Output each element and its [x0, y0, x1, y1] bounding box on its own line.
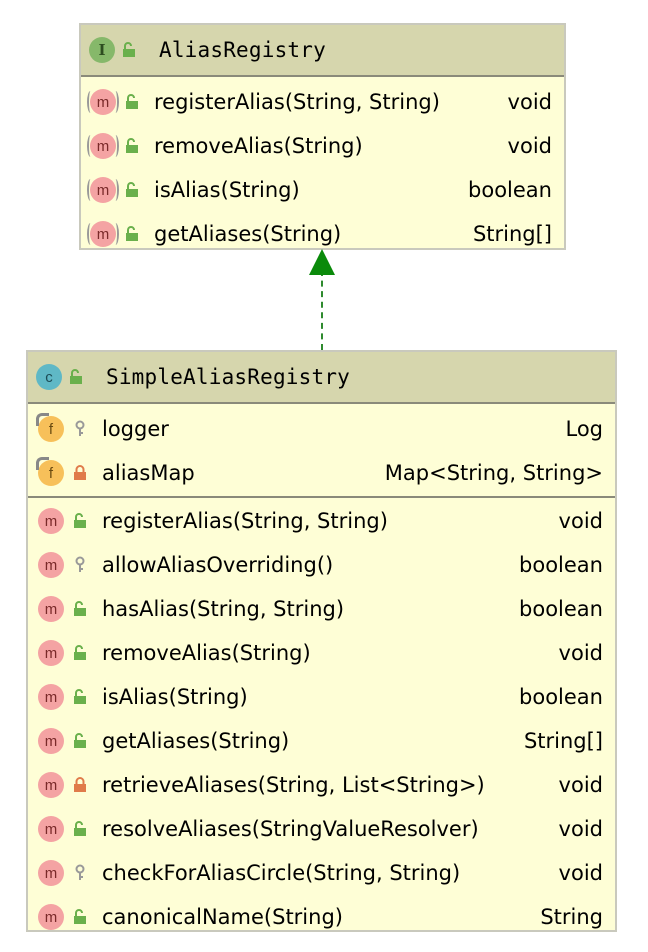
- public-unlock-icon: [72, 511, 88, 531]
- interface-title: AliasRegistry: [159, 38, 326, 62]
- field-type: Log: [565, 417, 603, 441]
- protected-key-icon: [72, 863, 88, 883]
- method-signature: checkForAliasCircle(String, String): [102, 861, 461, 885]
- public-unlock-icon: [124, 136, 140, 156]
- return-type: void: [558, 641, 603, 665]
- return-type: boolean: [519, 553, 603, 577]
- return-type: void: [558, 773, 603, 797]
- class-icon: c: [36, 364, 62, 390]
- method-icon: m: [38, 684, 64, 710]
- method-signature: isAlias(String): [154, 178, 300, 202]
- field-name: logger: [102, 417, 169, 441]
- class-title: SimpleAliasRegistry: [106, 365, 351, 389]
- method-icon: m: [87, 89, 119, 115]
- class-field-row[interactable]: f logger Log: [28, 407, 615, 451]
- field-type: Map<String, String>: [384, 461, 603, 485]
- class-method-row[interactable]: m getAliases(String) String[]: [28, 719, 615, 763]
- public-unlock-icon: [124, 224, 140, 244]
- class-field-row[interactable]: f aliasMap Map<String, String>: [28, 451, 615, 495]
- return-type: void: [507, 90, 552, 114]
- method-icon: m: [87, 177, 119, 203]
- public-unlock-icon: [68, 367, 84, 387]
- class-fields-section: f logger Log f aliasMap Map<String, String>: [28, 404, 615, 498]
- method-signature: isAlias(String): [102, 685, 248, 709]
- interface-icon: I: [89, 37, 115, 63]
- return-type: String[]: [472, 222, 552, 246]
- class-method-row[interactable]: m canonicalName(String) String: [28, 895, 615, 939]
- class-method-row[interactable]: m hasAlias(String, String) boolean: [28, 587, 615, 631]
- method-icon: m: [38, 640, 64, 666]
- return-type: String: [540, 905, 603, 929]
- method-icon: m: [38, 552, 64, 578]
- method-icon: m: [38, 728, 64, 754]
- method-signature: removeAlias(String): [102, 641, 311, 665]
- interface-header[interactable]: I AliasRegistry: [81, 25, 564, 77]
- method-signature: hasAlias(String, String): [102, 597, 345, 621]
- class-header[interactable]: c SimpleAliasRegistry: [28, 352, 615, 404]
- method-icon: m: [87, 221, 119, 247]
- method-signature: canonicalName(String): [102, 905, 343, 929]
- method-icon: m: [38, 772, 64, 798]
- method-signature: registerAlias(String, String): [154, 90, 440, 114]
- return-type: void: [558, 817, 603, 841]
- method-icon: m: [38, 508, 64, 534]
- public-unlock-icon: [72, 907, 88, 927]
- method-signature: registerAlias(String, String): [102, 509, 388, 533]
- return-type: boolean: [519, 685, 603, 709]
- method-signature: getAliases(String): [154, 222, 342, 246]
- return-type: boolean: [468, 178, 552, 202]
- method-signature: allowAliasOverriding(): [102, 553, 334, 577]
- public-unlock-icon: [72, 643, 88, 663]
- return-type: boolean: [519, 597, 603, 621]
- private-lock-icon: [72, 463, 88, 483]
- field-icon: f: [36, 413, 64, 442]
- method-signature: getAliases(String): [102, 729, 290, 753]
- public-unlock-icon: [72, 687, 88, 707]
- class-method-row[interactable]: m allowAliasOverriding() boolean: [28, 543, 615, 587]
- class-methods-section: m registerAlias(String, String) void m allow…: [28, 498, 615, 939]
- public-unlock-icon: [121, 40, 137, 60]
- return-type: String[]: [523, 729, 603, 753]
- method-signature: removeAlias(String): [154, 134, 363, 158]
- method-icon: m: [38, 860, 64, 886]
- interface-method-row[interactable]: m registerAlias(String, String) void: [81, 80, 564, 124]
- private-lock-icon: [72, 775, 88, 795]
- return-type: void: [507, 134, 552, 158]
- method-icon: m: [38, 596, 64, 622]
- method-icon: m: [38, 816, 64, 842]
- interface-method-row[interactable]: m removeAlias(String) void: [81, 124, 564, 168]
- interface-method-row[interactable]: m isAlias(String) boolean: [81, 168, 564, 212]
- interface-methods-section: m registerAlias(String, String) void m remov…: [81, 77, 564, 256]
- method-signature: retrieveAliases(String, List<String>): [102, 773, 485, 797]
- protected-key-icon: [72, 419, 88, 439]
- class-box-simple-alias-registry[interactable]: c SimpleAliasRegistry f logger Log f aliasMa…: [26, 350, 617, 932]
- public-unlock-icon: [124, 92, 140, 112]
- interface-method-row[interactable]: m getAliases(String) String[]: [81, 212, 564, 256]
- return-type: void: [558, 509, 603, 533]
- public-unlock-icon: [72, 599, 88, 619]
- implements-dashed-line: [321, 270, 323, 350]
- field-name: aliasMap: [102, 461, 195, 485]
- class-method-row[interactable]: m resolveAliases(StringValueResolver) void: [28, 807, 615, 851]
- class-method-row[interactable]: m retrieveAliases(String, List<String>) vo…: [28, 763, 615, 807]
- class-method-row[interactable]: m isAlias(String) boolean: [28, 675, 615, 719]
- class-method-row[interactable]: m registerAlias(String, String) void: [28, 499, 615, 543]
- public-unlock-icon: [72, 731, 88, 751]
- interface-box-alias-registry[interactable]: I AliasRegistry m registerAlias(String, S…: [79, 23, 566, 250]
- protected-key-icon: [72, 555, 88, 575]
- public-unlock-icon: [124, 180, 140, 200]
- class-method-row[interactable]: m checkForAliasCircle(String, String) void: [28, 851, 615, 895]
- method-signature: resolveAliases(StringValueResolver): [102, 817, 479, 841]
- public-unlock-icon: [72, 819, 88, 839]
- method-icon: m: [38, 904, 64, 930]
- method-icon: m: [87, 133, 119, 159]
- field-icon: f: [36, 457, 64, 486]
- return-type: void: [558, 861, 603, 885]
- implements-arrowhead-icon: [309, 249, 335, 275]
- class-method-row[interactable]: m removeAlias(String) void: [28, 631, 615, 675]
